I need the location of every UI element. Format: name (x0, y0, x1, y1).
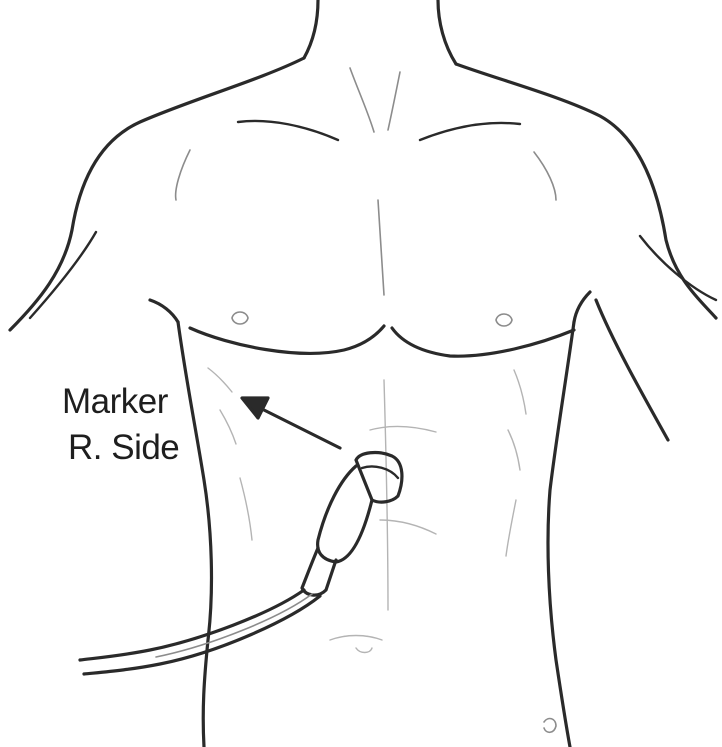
rib-line-2 (220, 410, 236, 444)
left-nipple (232, 312, 248, 324)
ab-line-3 (330, 636, 382, 641)
right-side-armpit (574, 292, 590, 322)
probe-neck (302, 548, 336, 595)
marker-label-line1: Marker (62, 382, 179, 422)
rib-line-4 (508, 430, 520, 470)
arrow-shaft (256, 406, 340, 448)
neck-muscle-left (350, 68, 374, 132)
right-deltoid-line (534, 152, 556, 200)
left-side-armpit (150, 300, 178, 322)
right-arm-inner-lower (596, 300, 668, 440)
arrow-head-icon (242, 398, 268, 418)
ab-line-2 (380, 520, 436, 534)
neck-muscle-right (388, 72, 400, 130)
neck-left-outline (304, 0, 318, 58)
neck-right-outline (438, 0, 456, 64)
bottom-right-mark (544, 719, 556, 733)
left-deltoid-line (176, 150, 190, 200)
sternum-line (378, 200, 384, 295)
right-nipple (496, 314, 512, 326)
left-torso-outline (178, 322, 211, 747)
right-collarbone (420, 123, 520, 140)
rib-line-1 (208, 368, 232, 392)
right-shoulder-arm-outline (456, 64, 716, 318)
left-collarbone (238, 121, 338, 140)
ab-side-left (240, 478, 252, 540)
ultrasound-probe-icon (80, 453, 402, 674)
marker-label-line2: R. Side (62, 428, 179, 468)
ab-side-right (506, 500, 516, 556)
ab-line-1 (370, 426, 436, 432)
linea-alba (384, 380, 388, 610)
right-pectoral-curve (392, 328, 574, 356)
rib-line-3 (514, 370, 526, 414)
right-torso-outline (548, 322, 574, 747)
marker-label: Marker R. Side (62, 382, 179, 468)
left-pectoral-curve (190, 326, 384, 353)
probe-head-face (362, 466, 398, 478)
probe-head (356, 453, 402, 503)
left-inner-arm-line (30, 232, 96, 318)
navel (356, 648, 372, 653)
